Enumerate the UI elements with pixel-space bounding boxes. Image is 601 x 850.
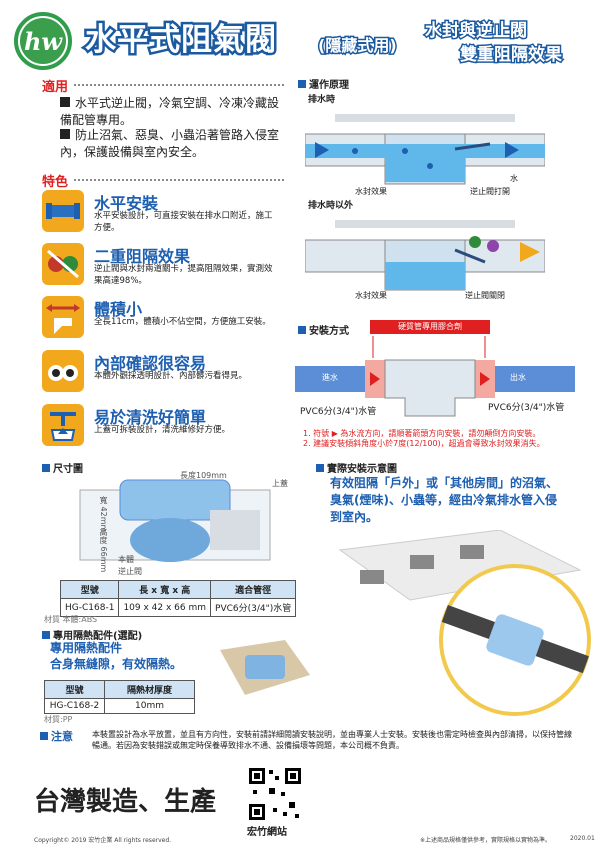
- insulation-line-1: 專用隔熱配件: [50, 641, 123, 655]
- feature-desc: 上蓋可拆裝設計，清洗維修好方便。: [94, 425, 231, 435]
- principle-diagram-drain: [305, 114, 545, 185]
- feature-title: 內部確認很容易: [94, 354, 207, 373]
- body-label: 本體: [118, 555, 134, 564]
- insulation-line-2: 合身無縫隙，有效隔熱。: [50, 657, 183, 671]
- install-heading: 安裝方式: [298, 322, 349, 337]
- usage-heading: 適用: [42, 80, 69, 95]
- pipe-icon: [42, 190, 84, 232]
- clean-icon: [42, 404, 84, 446]
- usage-divider: [74, 84, 284, 86]
- brand-logo: hw: [14, 12, 72, 70]
- valve-open-label: 逆止閥打開: [470, 187, 510, 196]
- example-heading: 實際安裝示意圖: [316, 460, 397, 475]
- insulation-photo: [220, 640, 310, 695]
- feature-title: 水平安裝: [94, 194, 159, 213]
- logo-text: hw: [20, 18, 66, 64]
- features-heading: 特色: [42, 175, 69, 190]
- valve-label: 逆止閥: [118, 567, 142, 576]
- footer-date: 2020.01: [570, 835, 595, 842]
- install-diagram: [295, 336, 575, 417]
- install-example-illustration: [338, 530, 591, 716]
- feature-desc: 本體外觀採透明設計、內部髒污看得見。: [94, 371, 248, 381]
- disclaimer: ※上述商品規格僅供參考，實際規格以實物為準。: [420, 837, 552, 844]
- qr-code-icon[interactable]: [247, 766, 303, 822]
- dimension-heading: 尺寸圖: [42, 460, 83, 475]
- qr-label: 宏竹網站: [247, 827, 287, 838]
- outflow-label: 出水: [510, 373, 526, 382]
- example-text: 有效阻隔「戶外」或「其他房間」的沼氣、臭氣(煙味)、小蟲等，經由冷氣排水管入侵到…: [330, 476, 559, 524]
- pipe-left-label: PVC6分(3/4")水管: [300, 407, 377, 417]
- water-seal-label: 水封效果: [355, 187, 387, 196]
- principle-diagram-idle: [305, 220, 545, 291]
- feature-title: 體積小: [94, 300, 143, 319]
- length-label: 長度109mm: [180, 471, 227, 480]
- slogan-line-1: 水封與逆止閥: [424, 20, 529, 43]
- water-seal-label: 水封效果: [355, 291, 387, 300]
- height-label: 高度 66mm: [99, 528, 108, 573]
- bug-block-icon: [42, 243, 84, 285]
- drain-on-label: 排水時: [308, 95, 336, 105]
- usage-item: 防止沼氣、惡臭、小蟲沿著管路入侵室內，保護設備與室內安全。: [60, 128, 280, 159]
- lid-label: 上蓋: [272, 479, 288, 488]
- inflow-label: 進水: [322, 373, 338, 382]
- slogan-line-2: 雙重阻隔效果: [459, 44, 564, 67]
- usage-item: 水平式逆止閥，冷氣空調、冷凍冷藏設備配管專用。: [60, 96, 280, 127]
- features-divider: [74, 179, 284, 181]
- page-title: 水平式阻氣閥: [83, 20, 279, 61]
- insulation-heading: 專用隔熱配件(選配): [42, 627, 142, 642]
- product-drawing: [79, 479, 271, 562]
- valve-closed-label: 逆止閥關閉: [465, 291, 505, 300]
- copyright: Copyright© 2019 宏竹企業 All rights reserved…: [34, 837, 172, 844]
- feature-desc: 全長11cm，體積小不佔空間，方便施工安裝。: [94, 317, 271, 327]
- feature-desc: 水平安裝設計，可直接安裝在排水口附近，施工方便。: [94, 211, 273, 233]
- eyes-icon: [42, 350, 84, 392]
- page-subtitle: (隱藏式用): [317, 35, 399, 57]
- feature-title: 二重阻隔效果: [94, 247, 191, 266]
- notice-text: 本裝置設計為水平放置，並且有方向性，安裝前請詳細閱讀安裝說明，並由專業人士安裝。…: [92, 730, 572, 750]
- principle-heading: 運作原理: [298, 76, 349, 91]
- feature-desc: 逆止閥與水封兩道關卡，提高阻隔效果，實測效果高達98%。: [94, 264, 273, 286]
- feature-title: 易於清洗好簡單: [94, 408, 207, 427]
- water-label: 水: [510, 174, 518, 183]
- install-note-2: 2. 建議安裝傾斜角度小於7度(12/100)，超過會導致水封效果消失。: [303, 439, 545, 448]
- glue-label: 硬質管專用膠合劑: [370, 320, 490, 334]
- notice-label: 注意: [40, 728, 73, 744]
- install-note-1: 1. 符號 ▶ 為水流方向，請順著箭頭方向安裝，請勿顛倒方向安裝。: [303, 429, 541, 438]
- made-in-taiwan: 台灣製造、生產: [34, 787, 217, 817]
- size-icon: [42, 296, 84, 338]
- width-label: 寬 42mm: [99, 496, 108, 533]
- material-note: 材質 本體:ABS: [44, 615, 98, 624]
- insulation-material: 材質:PP: [44, 715, 73, 724]
- pipe-right-label: PVC6分(3/4")水管: [488, 403, 565, 413]
- drain-off-label: 排水時以外: [308, 201, 354, 211]
